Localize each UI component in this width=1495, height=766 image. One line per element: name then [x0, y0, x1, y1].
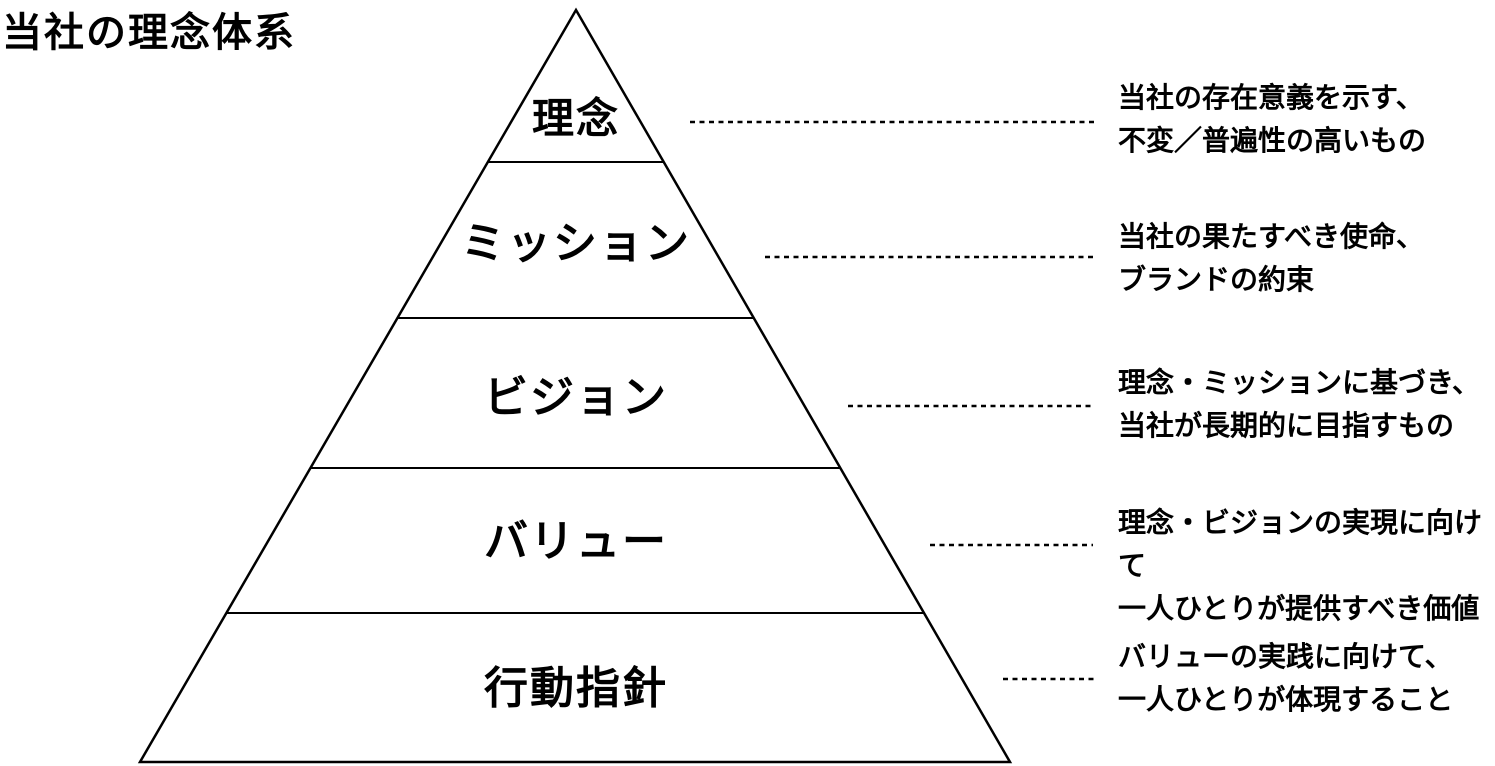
pyramid-level-label-mission: ミッション — [461, 219, 691, 268]
level-description-action-guidelines: バリューの実践に向けて、 一人ひとりが体現すること — [1118, 641, 1454, 715]
level-description-mission: 当社の果たすべき使命、 ブランドの約束 — [1118, 221, 1425, 295]
pyramid-level-label-values: バリュー — [484, 517, 668, 566]
level-description-vision: 理念・ミッションに基づき、 当社が長期的に目指すもの — [1118, 367, 1481, 441]
page-title: 当社の理念体系 — [2, 11, 296, 55]
pyramid-outline — [137, 7, 1013, 764]
level-description-philosophy: 当社の存在意義を示す、 不変／普遍性の高いもの — [1118, 82, 1427, 156]
pyramid-level-label-action-guidelines: 行動指針 — [484, 664, 668, 713]
level-description-values: 理念・ビジョンの実現に向けて 一人ひとりが提供すべき価値 — [1118, 507, 1483, 624]
pyramid-level-label-philosophy: 理念 — [531, 95, 620, 142]
pyramid-level-label-vision: ビジョン — [484, 373, 668, 422]
